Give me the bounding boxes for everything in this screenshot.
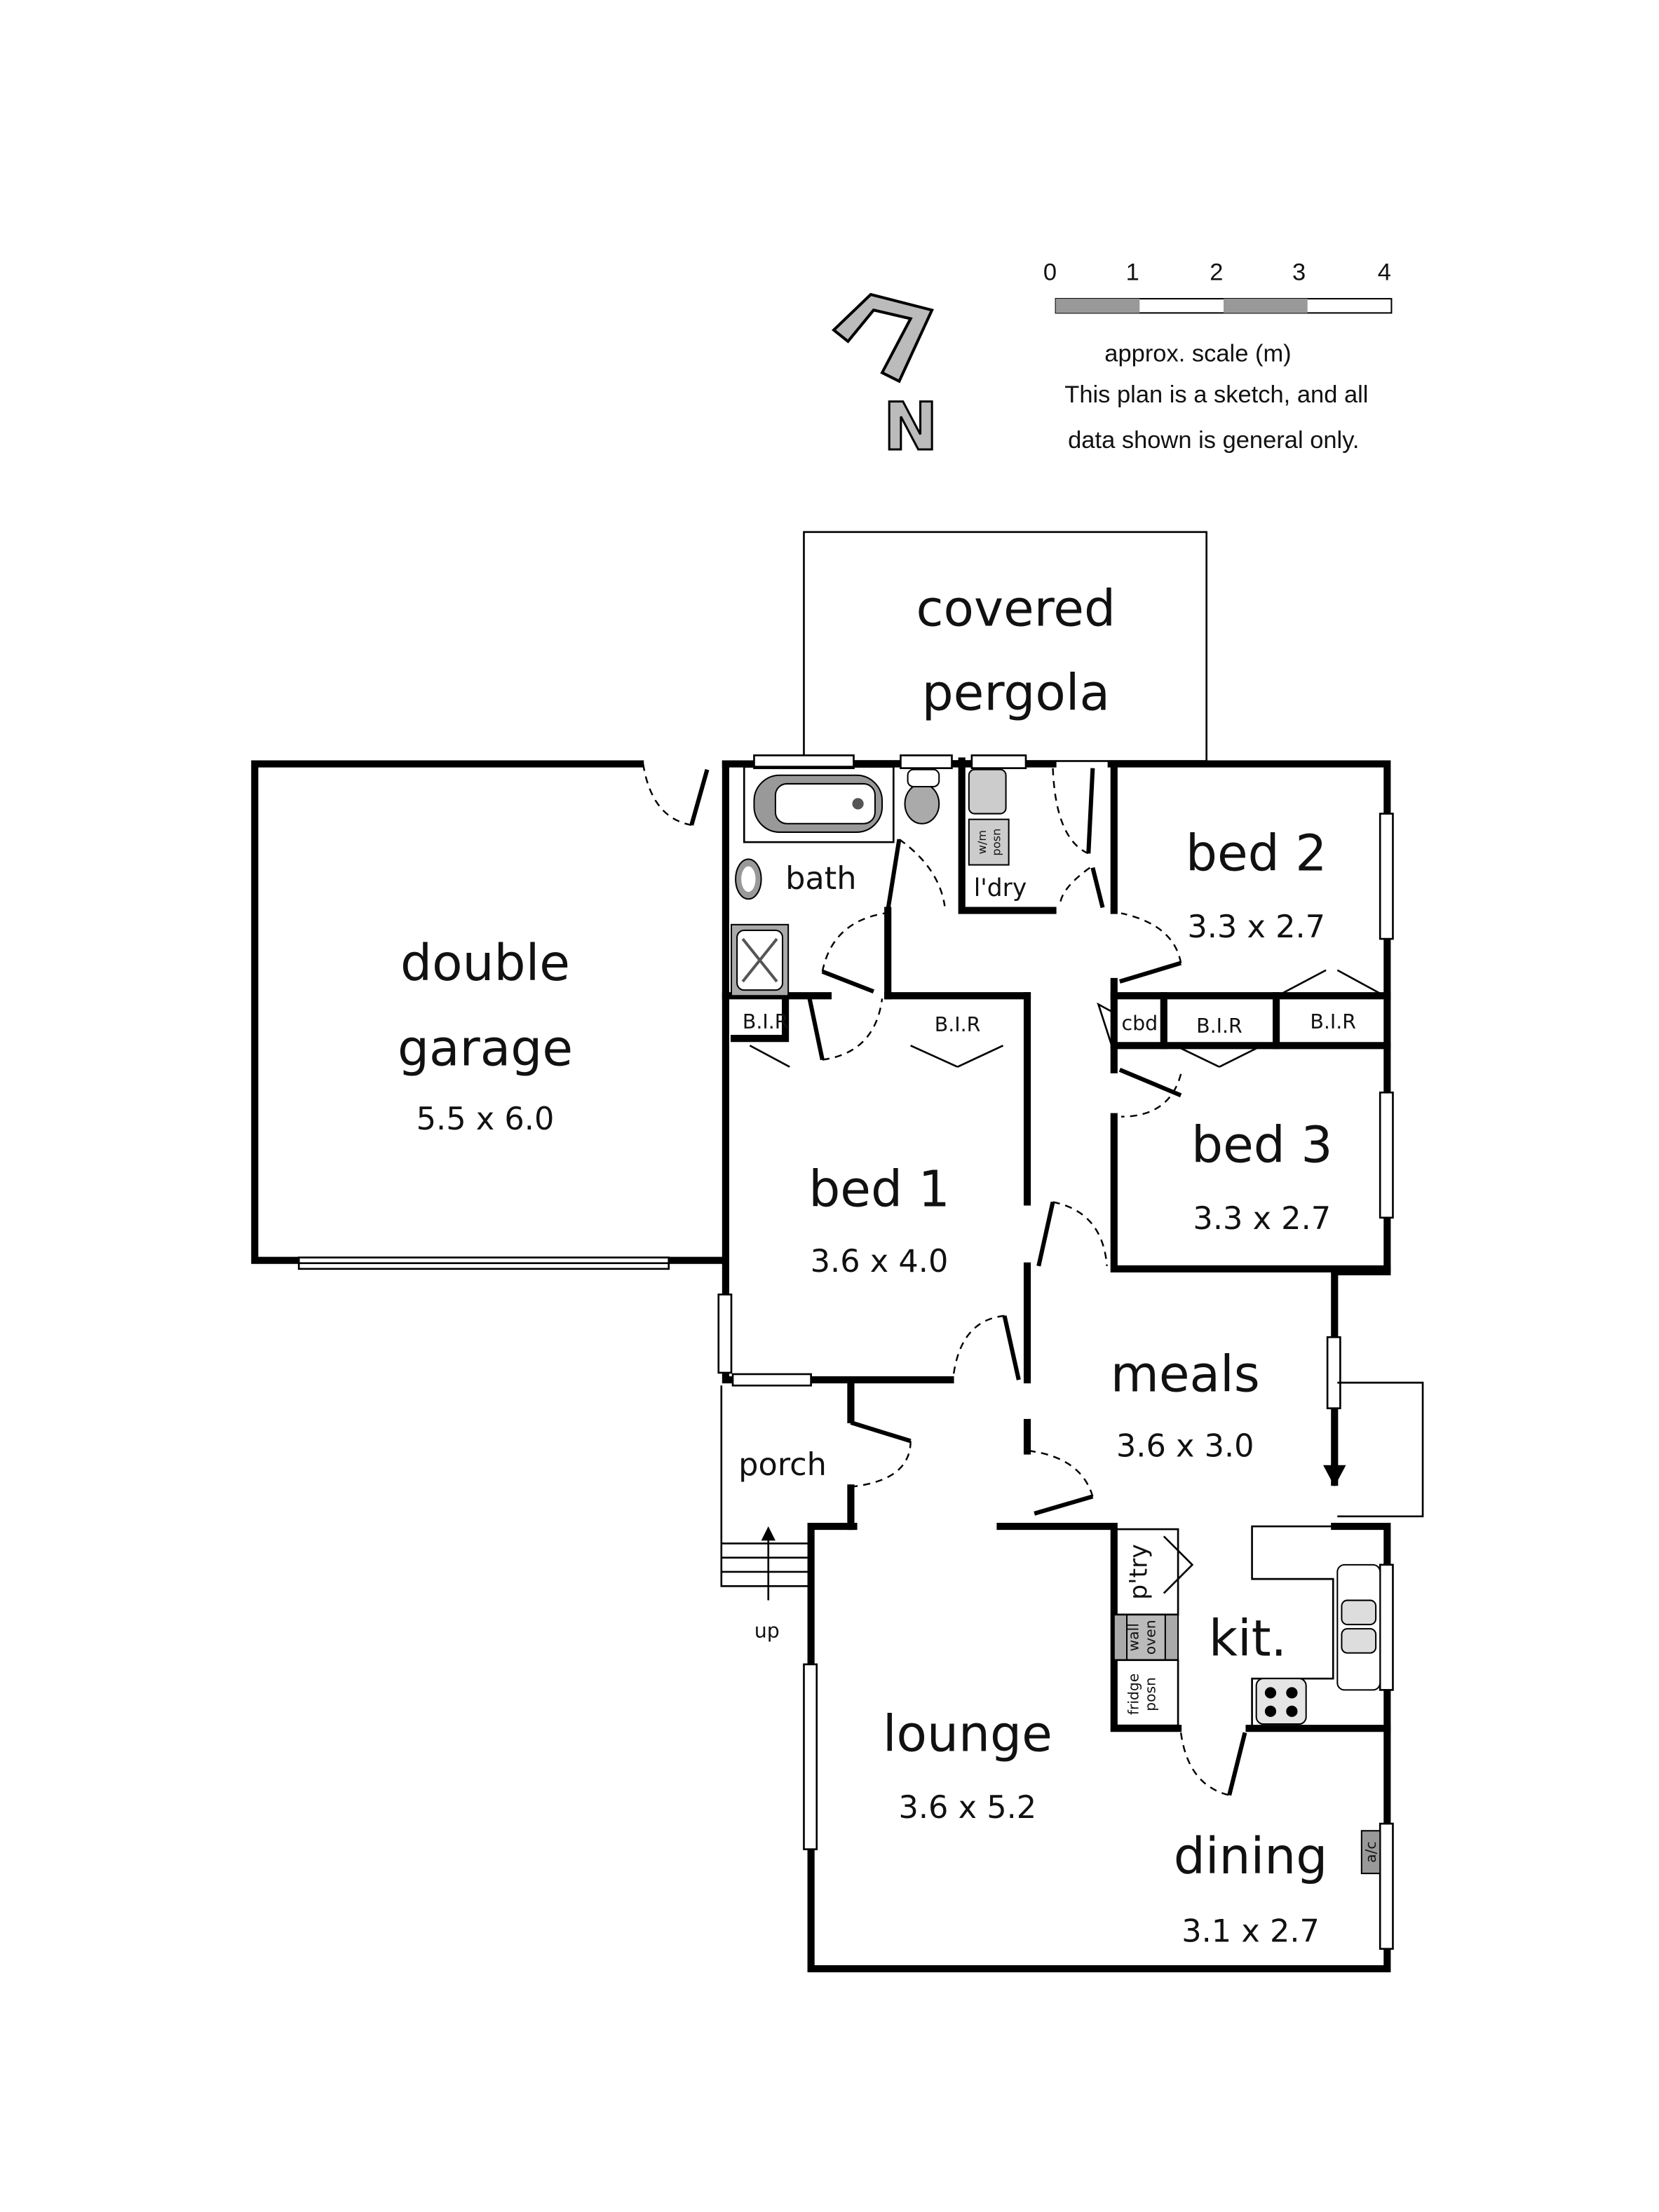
garage-walls xyxy=(251,760,726,1270)
pantry-label: p'try xyxy=(1125,1544,1153,1599)
scale-caption: approx. scale (m) xyxy=(1104,340,1291,367)
garage-label-1: double xyxy=(400,934,570,992)
scale-tick-0: 0 xyxy=(1043,259,1057,286)
scale-segment xyxy=(1224,299,1308,313)
meals-label: meals xyxy=(1111,1345,1260,1403)
fridge-label-1: fridge xyxy=(1125,1674,1142,1715)
bath-label: bath xyxy=(785,860,856,897)
bed2-label: bed 2 xyxy=(1186,825,1327,883)
kitchen-label: kit. xyxy=(1209,1610,1287,1668)
wm-label: w/m xyxy=(975,830,989,855)
scale-tick-2: 2 xyxy=(1210,259,1223,286)
laundry-tub-icon xyxy=(968,768,1007,815)
toilet-icon xyxy=(904,782,940,825)
doors xyxy=(749,768,1385,1796)
oven-label-1: wall xyxy=(1125,1623,1142,1651)
lounge-label: lounge xyxy=(883,1705,1052,1763)
dining-label: dining xyxy=(1174,1827,1328,1885)
house-walls xyxy=(717,754,1424,1973)
scale-tick-4: 4 xyxy=(1378,259,1391,286)
disclaimer-line-1: This plan is a sketch, and all xyxy=(1064,381,1368,408)
bir-label: B.I.R xyxy=(935,1013,981,1036)
pergola-label-2: pergola xyxy=(922,663,1110,721)
scale-bar: 0 1 2 3 4 approx. scale (m) This plan is… xyxy=(1043,259,1393,454)
sink-icon xyxy=(1336,1563,1381,1691)
ac-unit xyxy=(1360,1830,1381,1875)
cbd-label: cbd xyxy=(1121,1012,1158,1035)
scale-tick-3: 3 xyxy=(1292,259,1306,286)
bir-label: B.I.R xyxy=(743,1010,789,1033)
porch-label: porch xyxy=(738,1446,827,1483)
bir-label: B.I.R xyxy=(1196,1015,1242,1038)
scale-segment xyxy=(1055,299,1140,313)
north-label: N xyxy=(883,389,938,466)
bed3-label: bed 3 xyxy=(1191,1116,1333,1174)
meals-size: 3.6 x 3.0 xyxy=(1116,1428,1254,1465)
oven-label-2: oven xyxy=(1142,1620,1159,1655)
north-arrow-icon: N xyxy=(832,292,939,467)
pergola-outline xyxy=(803,531,1207,762)
bed1-size: 3.6 x 4.0 xyxy=(811,1243,949,1280)
garage-size: 5.5 x 6.0 xyxy=(417,1101,555,1137)
cooktop-icon xyxy=(1255,1678,1307,1725)
disclaimer-line-2: data shown is general only. xyxy=(1068,427,1359,454)
dining-size: 3.1 x 2.7 xyxy=(1181,1913,1320,1950)
pergola-label-1: covered xyxy=(916,580,1116,638)
ac-label: a/c xyxy=(1362,1841,1379,1862)
fridge-label-2: posn xyxy=(1142,1677,1159,1711)
garage-label-2: garage xyxy=(398,1019,573,1078)
bed3-size: 3.3 x 2.7 xyxy=(1193,1200,1331,1237)
stairs-up-label: up xyxy=(754,1619,780,1642)
laundry-label: l'dry xyxy=(974,874,1027,902)
bed2-size: 3.3 x 2.7 xyxy=(1187,909,1325,945)
lounge-size: 3.6 x 5.2 xyxy=(898,1789,1036,1826)
bed1-label: bed 1 xyxy=(808,1160,950,1219)
wm-posn-label: posn xyxy=(989,829,1003,856)
fixtures: w/m posn xyxy=(730,766,1381,1875)
scale-tick-1: 1 xyxy=(1126,259,1139,286)
bir-label: B.I.R xyxy=(1310,1010,1356,1033)
washing-machine xyxy=(968,818,1010,866)
